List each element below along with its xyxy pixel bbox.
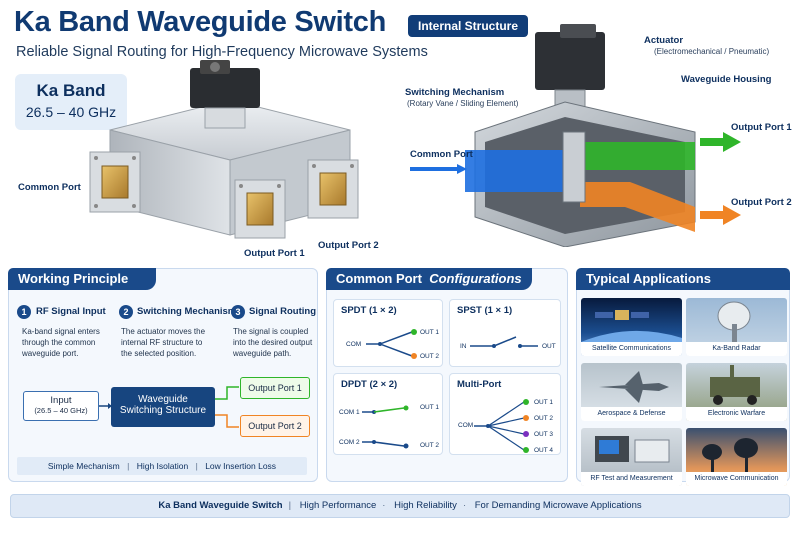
config-spst-card: SPST (1 × 1) IN OUT: [449, 299, 561, 367]
config-spdt-title: SPDT (1 × 2): [341, 305, 397, 316]
footer-item-1: High Performance: [299, 500, 377, 511]
flow-core-box: Waveguide Switching Structure: [111, 387, 215, 427]
step-3-desc: The signal is coupled into the desired o…: [233, 327, 313, 358]
spdt-out1-label: OUT 1: [420, 329, 440, 336]
app-satellite-tile: Satellite Communications: [581, 298, 682, 356]
step-3-number: 3: [231, 305, 245, 319]
internal-label-switching: Switching Mechanism: [405, 87, 505, 98]
multiport-out2-label: OUT 2: [534, 415, 554, 422]
internal-label-actuator-note: (Electromechanical / Pneumatic): [654, 47, 770, 56]
app-radar-caption: Ka-Band Radar: [686, 342, 787, 356]
band-name: Ka Band: [36, 81, 106, 100]
step-2-desc: The actuator moves the internal RF struc…: [121, 327, 206, 358]
internal-flow-arrows: [410, 132, 741, 225]
flow-input-range: (26.5 – 40 GHz): [34, 406, 88, 415]
app-microwave-tile: Microwave Communication: [686, 428, 787, 486]
internal-label-actuator: Actuator: [644, 35, 684, 46]
step-1-title: RF Signal Input: [36, 306, 106, 317]
working-principle-panel: Working Principle 1 RF Signal Input Ka-b…: [8, 268, 318, 482]
config-spst-title: SPST (1 × 1): [457, 305, 513, 316]
dpdt-out2-label: OUT 2: [420, 442, 440, 449]
applications-heading: Typical Applications: [576, 268, 790, 290]
footer-lead: Ka Band Waveguide Switch: [158, 500, 283, 511]
dpdt-schematic: [362, 405, 409, 449]
internal-cutaway-image: [465, 24, 696, 247]
config-dpdt-card: DPDT (2 × 2) COM 1 COM 2 OUT 1 OUT 2: [333, 373, 443, 455]
working-principle-heading: Working Principle: [8, 268, 156, 290]
step-1-number: 1: [17, 305, 31, 319]
working-feature-strip: Simple Mechanism | High Isolation | Low …: [17, 457, 307, 475]
app-aerospace-tile: Aerospace & Defense: [581, 363, 682, 421]
app-ew-caption: Electronic Warfare: [686, 407, 787, 421]
internal-label-common-port: Common Port: [410, 149, 473, 160]
config-multiport-card: Multi-Port COM OUT 1 OUT 2 OUT 3 OUT 4: [449, 373, 561, 455]
military-vehicle-icon: [710, 365, 760, 405]
multiport-schematic: [474, 399, 529, 453]
product-label-common-port: Common Port: [18, 182, 81, 193]
jet-icon: [599, 371, 669, 403]
band-badge: Ka Band 26.5 – 40 GHz: [15, 74, 127, 130]
satellite-icon: [581, 310, 682, 342]
footer-item-3: For Demanding Microwave Applications: [474, 500, 642, 511]
app-microwave-caption: Microwave Communication: [686, 472, 787, 486]
step-2-number: 2: [119, 305, 133, 319]
internal-label-output-port-1: Output Port 1: [731, 122, 792, 133]
config-multiport-title: Multi-Port: [457, 379, 502, 390]
flow-out2-box: Output Port 2: [240, 415, 310, 437]
radar-dish-icon: [717, 301, 751, 342]
step-2-title: Switching Mechanism: [137, 306, 237, 317]
page-title: Ka Band Waveguide Switch: [14, 6, 387, 38]
configurations-heading: Common Port Configurations: [326, 268, 532, 290]
dpdt-out1-label: OUT 1: [420, 404, 440, 411]
waveguide-switch-product-image: [89, 60, 359, 239]
spst-out-label: OUT: [542, 343, 556, 350]
app-ew-tile: Electronic Warfare: [686, 363, 787, 421]
flow-input-box: Input (26.5 – 40 GHz): [23, 391, 99, 421]
step-1-desc: Ka-band signal enters through the common…: [22, 327, 100, 358]
dpdt-com2-label: COM 2: [339, 439, 360, 446]
multiport-com-label: COM: [458, 422, 474, 429]
applications-panel: Typical Applications Satellite Communica…: [576, 268, 790, 486]
multiport-out1-label: OUT 1: [534, 399, 554, 406]
footer-item-2: High Reliability: [394, 500, 457, 511]
dish-array-icon: [702, 438, 758, 472]
internal-label-output-port-2: Output Port 2: [731, 197, 792, 208]
feature-high-isolation: High Isolation: [136, 461, 189, 471]
spst-in-label: IN: [460, 343, 467, 350]
flow-input-label: Input: [50, 395, 72, 406]
configurations-panel: Common Port Configurations SPDT (1 × 2) …: [326, 268, 568, 482]
test-instrument-icon: [595, 436, 670, 463]
spst-schematic: [470, 336, 538, 348]
page-subtitle: Reliable Signal Routing for High-Frequen…: [16, 44, 428, 60]
band-range: 26.5 – 40 GHz: [25, 104, 117, 120]
flow-out1-box: Output Port 1: [240, 377, 310, 399]
product-label-output-port-2: Output Port 2: [318, 240, 379, 251]
spdt-out2-label: OUT 2: [420, 353, 440, 360]
multiport-out3-label: OUT 3: [534, 431, 554, 438]
config-dpdt-title: DPDT (2 × 2): [341, 379, 398, 390]
internal-structure-heading: Internal Structure: [408, 15, 529, 37]
app-test-caption: RF Test and Measurement: [581, 472, 682, 486]
footer-banner: Ka Band Waveguide Switch| High Performan…: [10, 494, 790, 518]
feature-simple-mechanism: Simple Mechanism: [47, 461, 120, 471]
app-radar-tile: Ka-Band Radar: [686, 298, 787, 356]
step-3-title: Signal Routing: [249, 306, 317, 317]
flow-core-line1: Waveguide: [138, 394, 188, 405]
config-spdt-card: SPDT (1 × 2) COM OUT 1 OUT 2: [333, 299, 443, 367]
multiport-out4-label: OUT 4: [534, 447, 554, 454]
app-satellite-caption: Satellite Communications: [581, 342, 682, 356]
spdt-com-label: COM: [346, 341, 362, 348]
app-test-tile: RF Test and Measurement: [581, 428, 682, 486]
feature-low-insertion-loss: Low Insertion Loss: [205, 461, 277, 471]
app-aerospace-caption: Aerospace & Defense: [581, 407, 682, 421]
internal-label-housing: Waveguide Housing: [681, 74, 772, 85]
spdt-schematic: [366, 329, 417, 359]
internal-label-switching-note: (Rotary Vane / Sliding Element): [407, 99, 519, 108]
dpdt-com1-label: COM 1: [339, 409, 360, 416]
flow-core-line2: Switching Structure: [119, 405, 207, 416]
flow-arrows: [99, 386, 239, 428]
product-label-output-port-1: Output Port 1: [244, 248, 305, 259]
